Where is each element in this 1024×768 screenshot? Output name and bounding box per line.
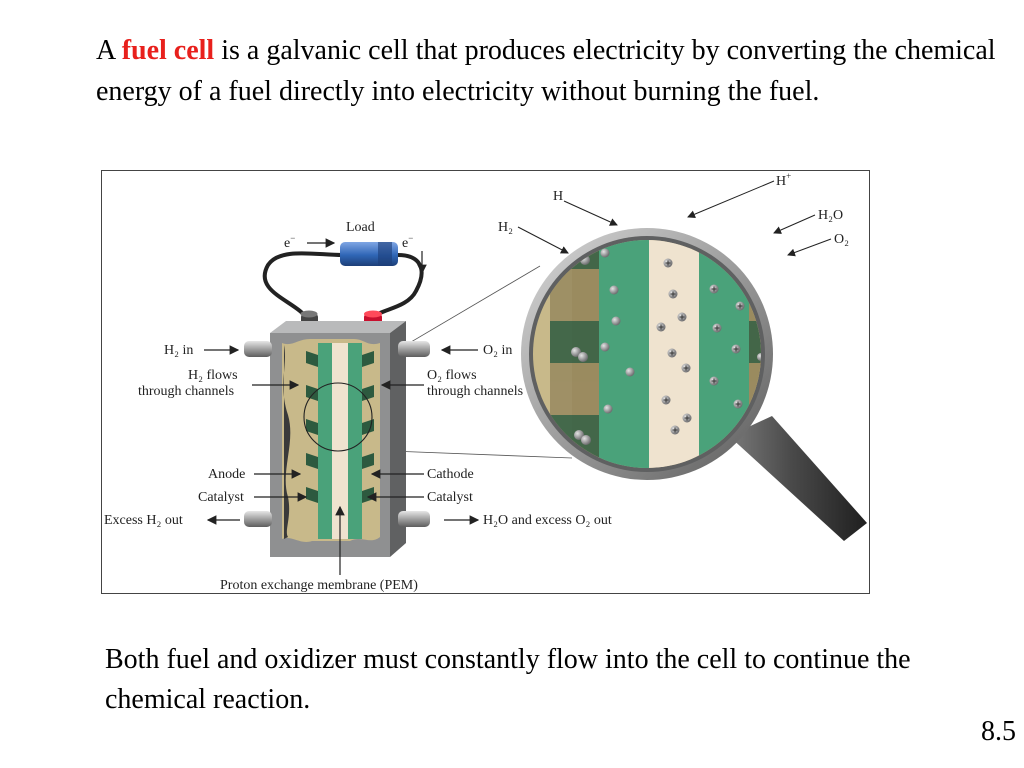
- electron-label-left: e−: [284, 233, 295, 251]
- fuel-cell-term: fuel cell: [121, 35, 215, 66]
- zoom-hplus-label: H+: [776, 171, 791, 189]
- pem-label: Proton exchange membrane (PEM): [220, 578, 418, 593]
- zoom-h2o-label: H₂O: [818, 208, 843, 223]
- o2-in-label: O₂ in: [483, 343, 512, 358]
- catalyst-left-label: Catalyst: [198, 490, 244, 505]
- h2-flows-label: H₂ flows: [188, 368, 238, 383]
- electron-label-right: e−: [402, 233, 413, 251]
- cathode-label: Cathode: [427, 467, 474, 482]
- h2o-out-pipe: [398, 511, 430, 527]
- h2-in-label: H₂ in: [164, 343, 193, 358]
- zoom-o2-label: O₂: [834, 232, 849, 247]
- o2-flows-label: O₂ flows: [427, 368, 477, 383]
- load-label: Load: [346, 220, 375, 235]
- excess-h2-out-label: Excess H₂ out: [104, 513, 183, 528]
- h2-channels-label: through channels: [138, 384, 234, 399]
- outro-paragraph: Both fuel and oxidizer must constantly f…: [105, 644, 911, 715]
- intro-prefix: A: [96, 35, 122, 66]
- intro-paragraph: A fuel cell is a galvanic cell that prod…: [96, 30, 996, 112]
- o2-in-pipe: [398, 341, 430, 357]
- catalyst-right-label: Catalyst: [427, 490, 473, 505]
- h2-out-pipe: [244, 511, 272, 527]
- anode-label: Anode: [208, 467, 245, 482]
- magnified-view: [533, 240, 761, 468]
- zoom-h2-label: H₂: [498, 220, 513, 235]
- fuel-cell-body: [270, 321, 406, 557]
- zoom-h-label: H: [553, 189, 563, 204]
- intro-rest: is a galvanic cell that produces electri…: [96, 35, 996, 107]
- magnifier-handle: [729, 416, 867, 541]
- slide-number: 8.5: [981, 716, 1016, 747]
- load-resistor: [340, 242, 398, 266]
- wire-left: [262, 251, 343, 323]
- fuel-cell-diagram: Load e− e−: [101, 170, 870, 594]
- h2o-out-label: H₂O and excess O₂ out: [483, 513, 612, 528]
- o2-channels-label: through channels: [427, 384, 523, 399]
- fuel-cell-illustration: Load e− e−: [104, 171, 867, 593]
- h2-in-pipe: [244, 341, 272, 357]
